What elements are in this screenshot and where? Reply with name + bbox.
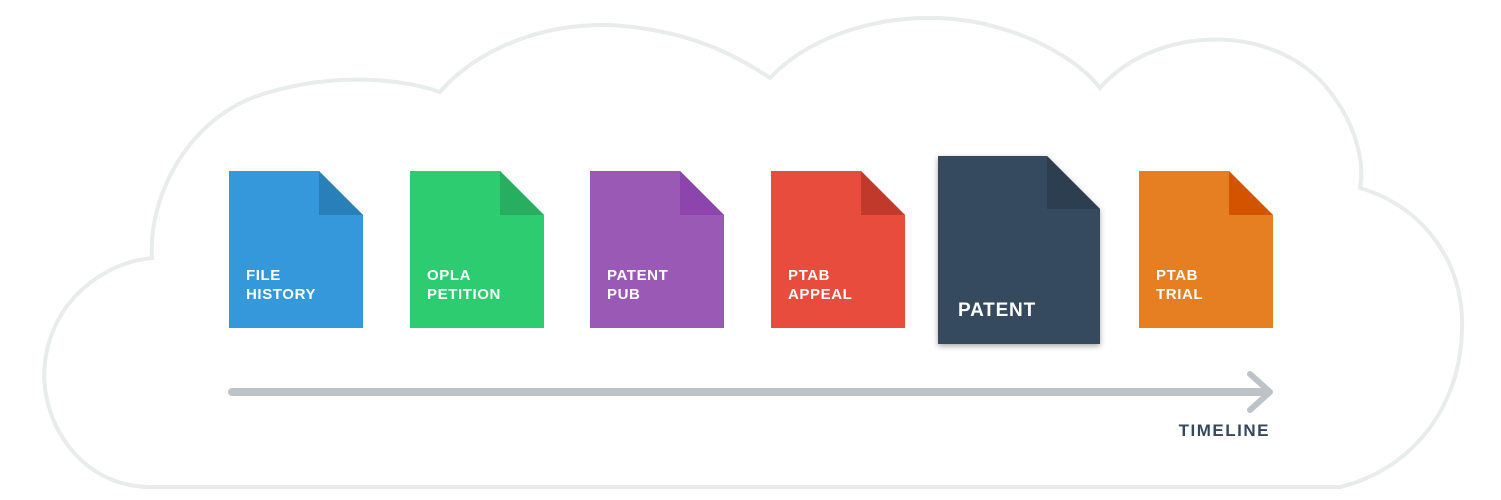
document-label-line: HISTORY	[246, 286, 317, 303]
document-label: PATENT	[958, 300, 1036, 322]
document-fold-corner	[319, 171, 363, 215]
document-label-line: TRIAL	[1156, 286, 1204, 303]
document-fold-corner	[680, 171, 724, 215]
document-body	[229, 171, 363, 328]
document-card: PATENT	[938, 156, 1100, 344]
document-fold-corner	[861, 171, 905, 215]
document-label-line: PATENT	[958, 300, 1036, 321]
document-card: PATENT PUB	[590, 171, 724, 328]
document-label-line: PUB	[607, 286, 641, 303]
document-label: PATENT PUB	[607, 266, 668, 304]
document-fold-corner	[1047, 156, 1100, 209]
document-icon	[229, 171, 363, 328]
document-label-line: FILE	[246, 267, 281, 284]
document-label: FILE HISTORY	[246, 266, 316, 304]
document-label-line: PTAB	[788, 267, 831, 284]
document-body	[1139, 171, 1273, 328]
document-card: OPLA PETITION	[410, 171, 544, 328]
timeline-label: TIMELINE	[1178, 421, 1270, 440]
document-card: FILE HISTORY	[229, 171, 363, 328]
document-icon	[410, 171, 544, 328]
document-label-line: APPEAL	[788, 286, 853, 303]
document-card: PTAB TRIAL	[1139, 171, 1273, 328]
timeline-arrow	[228, 371, 1273, 413]
document-icon	[590, 171, 724, 328]
document-card: PTAB APPEAL	[771, 171, 905, 328]
document-label: OPLA PETITION	[427, 266, 501, 304]
document-fold-corner	[500, 171, 544, 215]
document-body	[771, 171, 905, 328]
document-label: PTAB APPEAL	[788, 266, 852, 304]
document-label-line: OPLA	[427, 267, 472, 284]
document-label-line: PATENT	[607, 267, 669, 284]
document-fold-corner	[1229, 171, 1273, 215]
document-icon	[938, 156, 1100, 344]
timeline-arrow-head	[1247, 371, 1273, 413]
document-label-line: PTAB	[1156, 267, 1199, 284]
document-icon	[771, 171, 905, 328]
document-body	[410, 171, 544, 328]
document-label: PTAB TRIAL	[1156, 266, 1203, 304]
document-body	[590, 171, 724, 328]
document-icon	[1139, 171, 1273, 328]
document-label-line: PETITION	[427, 286, 501, 303]
